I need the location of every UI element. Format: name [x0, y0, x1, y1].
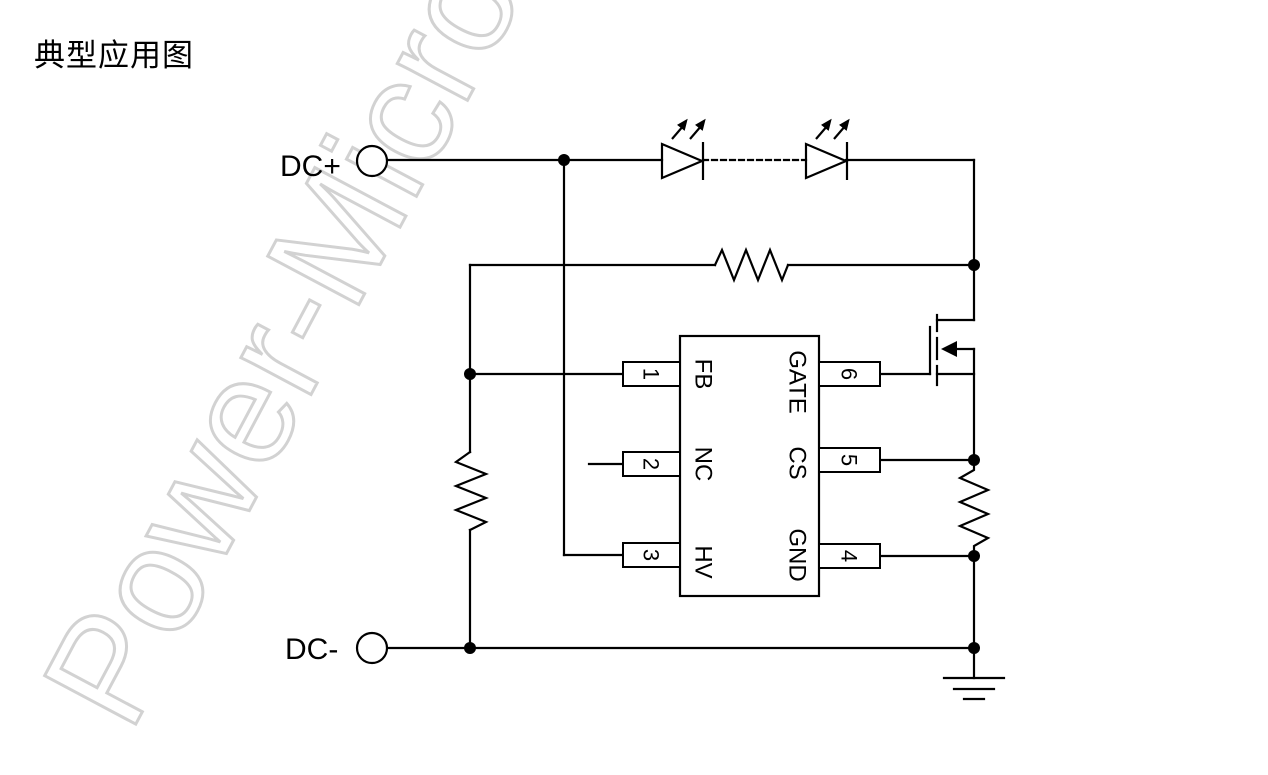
page-title: 典型应用图 [34, 38, 194, 74]
pin-3-box [622, 542, 681, 568]
pin-1-box [622, 361, 681, 387]
mosfet-arrow-icon [941, 341, 957, 357]
pin-1-name: FB [690, 359, 717, 390]
ic-body [678, 334, 821, 598]
pin-5-box [818, 447, 881, 473]
lower-resistor [453, 450, 489, 532]
junction-dot [968, 454, 980, 466]
pin-2-box [622, 451, 681, 477]
sense-resistor [957, 458, 991, 558]
pin-2-number: 2 [639, 458, 664, 470]
pin-3-number: 3 [639, 549, 664, 561]
led-2 [804, 118, 850, 180]
pin-4-name: GND [784, 528, 811, 581]
junction-dot [968, 259, 980, 271]
pin-5-name: CS [784, 446, 811, 479]
dc-negative-label: DC- [285, 633, 338, 666]
junction-dot [464, 642, 476, 654]
led-1 [660, 118, 706, 180]
dc-positive-label: DC+ [280, 150, 341, 183]
pin-4-box [818, 543, 881, 569]
pin-4-number: 4 [837, 550, 862, 562]
junction-dot [464, 368, 476, 380]
junction-dot [558, 154, 570, 166]
pin-6-name: GATE [784, 350, 811, 414]
junction-dot [968, 642, 980, 654]
pin-2-name: NC [690, 447, 717, 482]
feedback-resistor [713, 247, 790, 283]
junction-dot [968, 550, 980, 562]
pin-1-number: 1 [639, 368, 664, 380]
pin-6-number: 6 [837, 368, 862, 380]
pin-6-box [818, 361, 881, 387]
dc-positive-terminal [355, 144, 389, 178]
pin-3-name: HV [690, 545, 717, 578]
dc-negative-terminal [355, 631, 389, 665]
pin-5-number: 5 [837, 454, 862, 466]
